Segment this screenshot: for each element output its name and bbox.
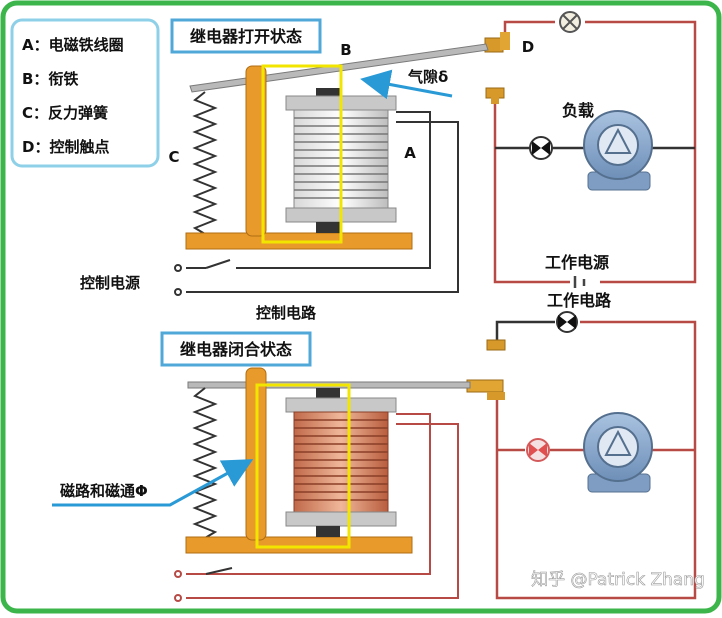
control-power-label: 控制电源 [80,274,140,292]
bottom-top-wire [495,320,555,344]
bottom-coil-windings [294,419,388,501]
bottom-magnetic-box [255,383,351,549]
label-c: C [168,148,179,166]
work-power-label: 工作电源 [545,253,609,272]
legend-box: A：电磁铁线圈 B：衔铁 C：反力弹簧 D：控制触点 [10,18,160,168]
bottom-control-wires [174,413,459,602]
bottom-coil [285,388,397,537]
label-b: B [340,41,351,59]
magnetic-flux-arrow [52,459,254,507]
top-title: 继电器打开状态 [170,18,322,54]
bottom-title-text: 继电器闭合状态 [180,340,292,359]
work-circuit-label: 工作电路 [547,291,612,310]
top-motor-icon [583,110,653,191]
bottom-spring [192,387,218,539]
bottom-contact [466,339,506,400]
bottom-title: 继电器闭合状态 [160,331,312,367]
top-lamp-icon [559,11,581,33]
label-a: A [404,144,416,162]
legend-item-b: B：衔铁 [22,70,78,88]
air-gap-arrow [360,69,453,100]
air-gap-label: 气隙δ [407,68,448,86]
control-circuit-label: 控制电路 [256,304,317,322]
top-load-indicator-icon [529,136,553,160]
magnetic-flux-label: 磁路和磁通Φ [60,482,148,500]
load-label: 负载 [562,101,594,120]
legend-item-d: D：控制触点 [22,138,109,156]
bottom-motor-icon [583,412,653,493]
label-d: D [522,38,534,56]
top-magnetic-box [261,64,343,244]
bottom-load-indicator-icon [526,438,550,462]
top-title-text: 继电器打开状态 [190,27,302,46]
top-control-wires [174,111,459,296]
bottom-lamp-icon [556,311,578,333]
bottom-switch [205,567,233,575]
top-spring [192,91,218,235]
legend-item-a: A：电磁铁线圈 [22,36,124,54]
watermark: 知乎 @Patrick Zhang [531,570,705,590]
legend-item-c: C：反力弹簧 [22,104,108,122]
bottom-work-circuit-wires [495,320,697,600]
top-contact-d [484,32,510,104]
